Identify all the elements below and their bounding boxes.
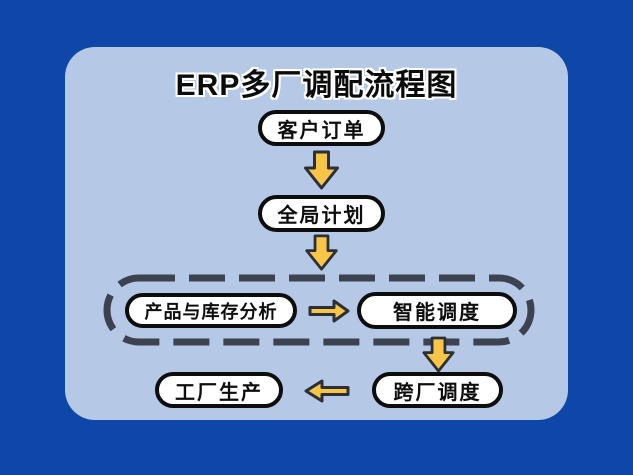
arrow-right-icon xyxy=(308,299,350,323)
flowchart-panel: ERP多厂调配流程图 客户订单 全局计划 产品与库存分析 智能调度 xyxy=(65,47,568,420)
node-global-plan-label: 全局计划 xyxy=(277,205,366,227)
node-factory-production: 工厂生产 xyxy=(155,372,283,408)
node-cross-factory-scheduling: 跨厂调度 xyxy=(372,372,503,408)
node-global-plan: 全局计划 xyxy=(258,195,385,232)
arrow-down-icon xyxy=(303,234,340,271)
dashed-group-border xyxy=(103,274,535,346)
arrow-down-icon xyxy=(422,336,455,373)
node-intelligent-scheduling-label: 智能调度 xyxy=(393,302,481,324)
node-cross-factory-scheduling-label: 跨厂调度 xyxy=(393,381,482,404)
node-product-inventory-analysis: 产品与库存分析 xyxy=(125,293,297,328)
node-customer-order-label: 客户订单 xyxy=(277,119,366,142)
arrow-left-icon xyxy=(304,379,350,403)
node-intelligent-scheduling: 智能调度 xyxy=(357,292,517,329)
node-factory-production-label: 工厂生产 xyxy=(175,381,263,404)
arrow-down-icon xyxy=(303,150,340,190)
node-product-inventory-analysis-label: 产品与库存分析 xyxy=(144,301,278,322)
diagram-title: ERP多厂调配流程图 xyxy=(175,69,458,102)
node-customer-order: 客户订单 xyxy=(258,110,385,146)
